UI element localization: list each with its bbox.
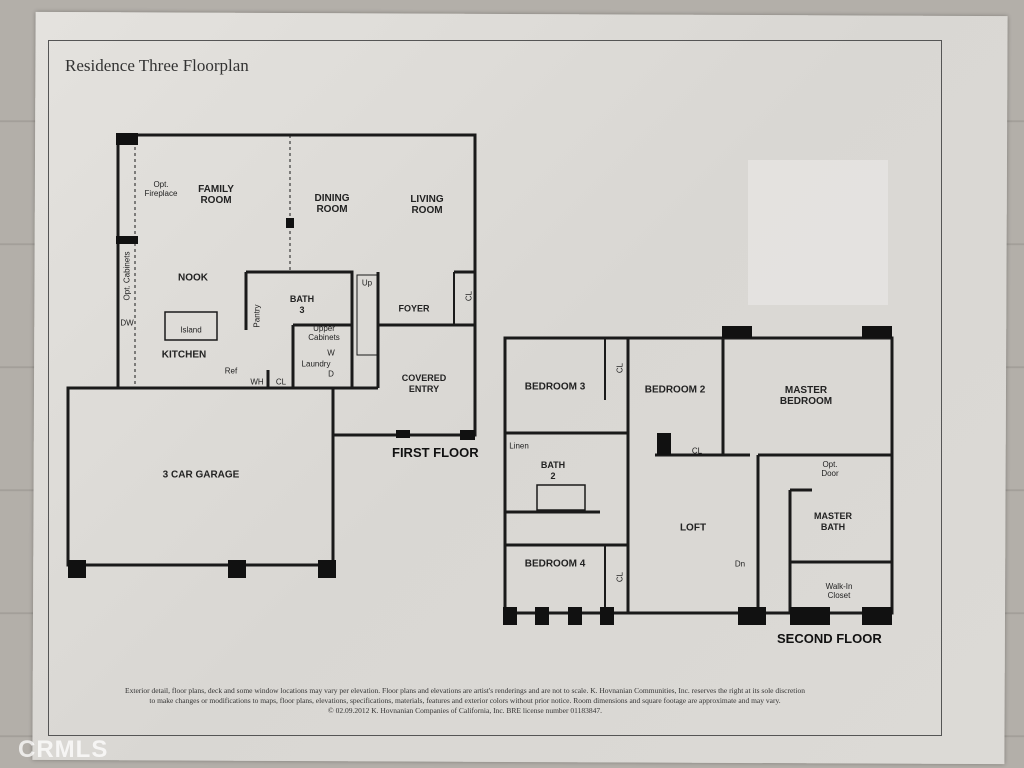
label-upper-cabinets: Upper Cabinets [308,324,340,342]
disclaimer: Exterior detail, floor plans, deck and s… [80,686,850,716]
label-island: Island [180,325,202,335]
label-bedroom3-closet: CL [615,362,625,374]
room-label-loft: LOFT [679,522,707,534]
sheet-title: Residence Three Floorplan [65,56,249,75]
label-dryer: D [328,369,334,379]
sticky-note [748,160,888,305]
room-label-living-room: LIVING ROOM [410,194,444,216]
room-label-bath-2: BATH 2 [540,460,566,481]
room-label-nook: NOOK [178,272,208,284]
label-opt-fireplace: Opt. Fireplace [144,180,178,198]
room-label-dining-room: DINING ROOM [314,193,350,215]
room-label-master-bedroom: MASTER BEDROOM [779,385,833,407]
label-pantry: Pantry [252,304,262,328]
room-label-bath-3: BATH 3 [289,294,315,315]
label-stairs-down: Dn [734,559,746,569]
room-label-covered-entry: COVERED ENTRY [401,373,447,394]
first-floor-label: FIRST FLOOR [392,445,479,460]
label-water-heater: WH [250,377,264,387]
label-dishwasher: DW [120,318,134,328]
label-refrigerator: Ref [224,366,238,376]
room-label-foyer: FOYER [398,303,430,314]
room-label-bedroom-2: BEDROOM 2 [644,384,706,396]
label-linen: Linen [509,441,529,451]
room-label-kitchen: KITCHEN [161,349,207,361]
room-label-garage: 3 CAR GARAGE [162,469,240,481]
first-floor-posts [68,133,475,578]
label-foyer-closet: CL [464,290,474,302]
family-room-text: FAMILY ROOM [198,184,234,206]
label-opt-cabinets: Opt. Cabinets [122,251,132,301]
room-label-master-bath: MASTER BATH [814,511,852,532]
label-closet: CL [275,377,287,387]
label-bedroom2-closet: CL [691,446,703,456]
disclaimer-line-3: © 02.09.2012 K. Hovnanian Companies of C… [328,706,602,715]
label-laundry: Laundry [301,359,331,369]
second-floor-walls [503,336,894,615]
disclaimer-line-1: Exterior detail, floor plans, deck and s… [125,686,805,695]
disclaimer-line-2: to make changes or modifications to maps… [149,696,781,705]
room-label-bedroom-3: BEDROOM 3 [524,381,586,393]
sheet-border [48,40,942,736]
second-floor-posts [503,326,892,625]
room-label-family-room: FAMILY ROOM [198,184,234,206]
second-floor-label: SECOND FLOOR [777,631,882,646]
label-washer: W [327,348,335,358]
crmls-watermark: CRMLS [18,736,109,763]
label-stairs-up: Up [361,278,373,288]
label-bedroom4-closet: CL [615,571,625,583]
label-opt-door: Opt. Door [821,460,839,478]
label-walk-in-closet: Walk-In Closet [825,582,853,600]
room-label-bedroom-4: BEDROOM 4 [524,558,586,570]
